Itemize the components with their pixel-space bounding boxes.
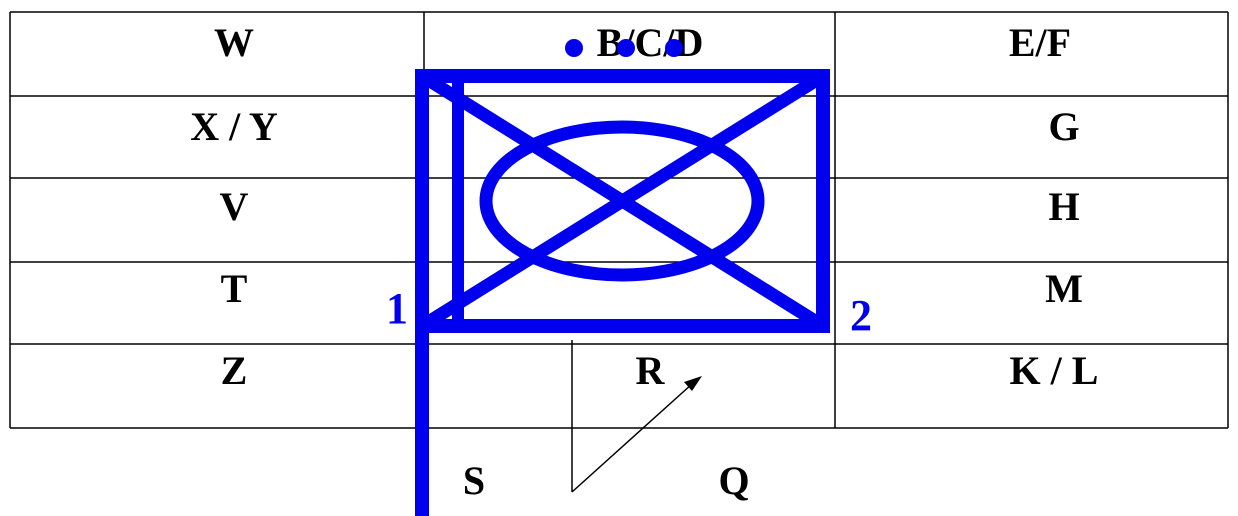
cell-r: R: [636, 348, 666, 393]
table-labels: W B/C/D E/F X / Y G V H T M Z R K / L: [190, 20, 1098, 393]
cell-t: T: [221, 266, 248, 311]
cell-z: Z: [221, 348, 248, 393]
marker-2: 2: [850, 291, 872, 340]
cell-g: G: [1048, 104, 1079, 149]
symbol-diagonal-up: [418, 70, 827, 332]
cell-kl: K / L: [1010, 348, 1099, 393]
arrow-annotation: [571, 340, 693, 493]
cell-h: H: [1048, 184, 1079, 229]
symbol-dot-2: [617, 39, 635, 57]
marker-1: 1: [386, 284, 408, 333]
cell-xy: X / Y: [190, 104, 278, 149]
cell-v: V: [220, 184, 249, 229]
symbol-dot-3: [665, 39, 683, 57]
symbol-dot-1: [565, 39, 583, 57]
symbol-frame: [415, 69, 830, 333]
cell-w: W: [214, 20, 254, 65]
label-s: S: [463, 458, 485, 503]
cell-ef: E/F: [1009, 20, 1071, 65]
cell-m: M: [1045, 266, 1083, 311]
blue-symbol: [415, 69, 830, 516]
arrowhead-icon: [684, 376, 702, 391]
symbol-dots: [565, 39, 683, 57]
arrow-diagonal-line: [571, 383, 693, 493]
label-q: Q: [718, 458, 749, 503]
label-table: [9, 11, 1229, 429]
symbol-ellipse: [479, 120, 765, 282]
cell-bcd: B/C/D: [597, 20, 704, 65]
